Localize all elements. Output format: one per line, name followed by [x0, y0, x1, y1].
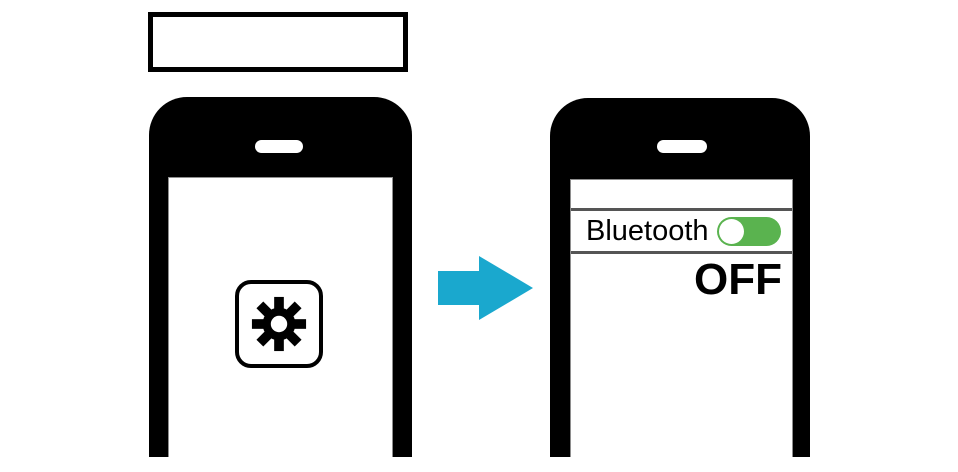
divider	[571, 251, 792, 254]
toggle-knob	[719, 218, 744, 244]
bluetooth-row: Bluetooth	[571, 211, 792, 251]
bluetooth-label: Bluetooth	[586, 214, 709, 247]
right-arrow-icon	[438, 255, 534, 321]
status-text: OFF	[694, 255, 782, 304]
phone-after-screen: Bluetooth OFF	[570, 179, 793, 457]
speaker-icon	[255, 140, 303, 153]
phone-after: Bluetooth OFF	[550, 98, 810, 457]
caption-box	[148, 12, 408, 72]
settings-app-icon[interactable]	[235, 280, 323, 368]
divider	[571, 208, 792, 211]
phone-before	[149, 97, 412, 457]
phone-before-screen	[168, 177, 393, 457]
bluetooth-toggle[interactable]	[717, 216, 781, 246]
speaker-icon	[657, 140, 707, 153]
gear-icon	[250, 295, 308, 353]
